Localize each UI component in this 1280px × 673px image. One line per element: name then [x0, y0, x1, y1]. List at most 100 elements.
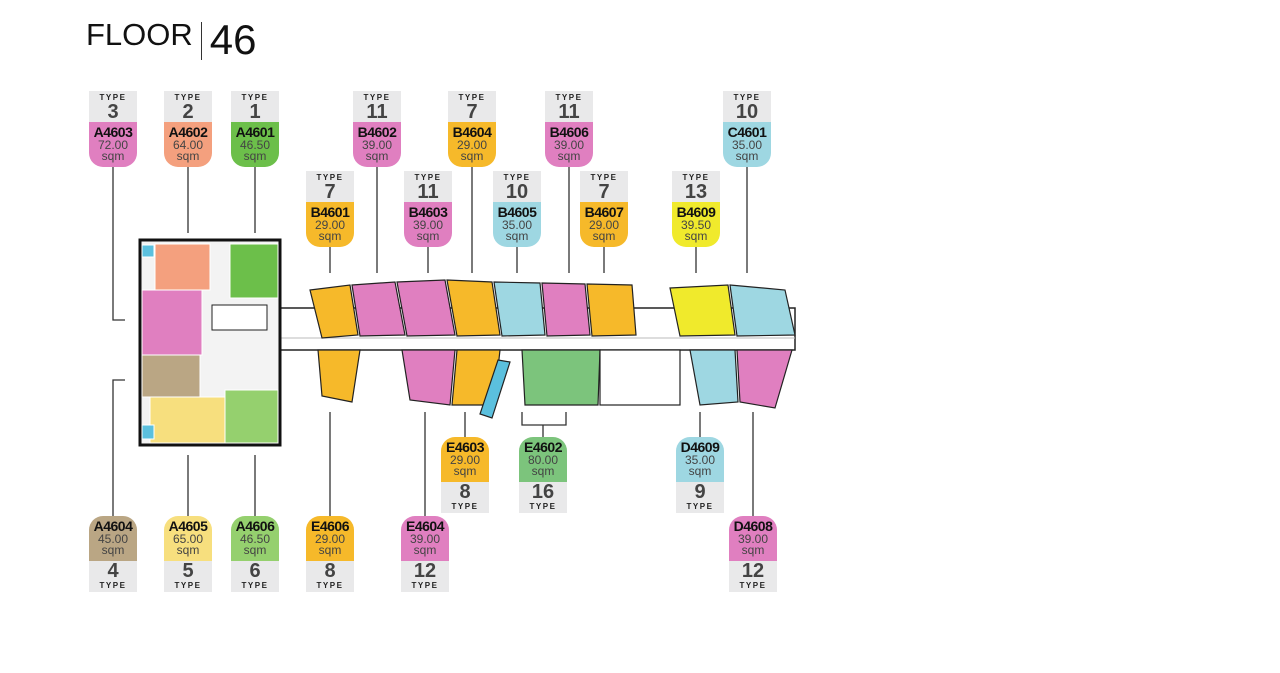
unit-info-box: E4602 80.00 sqm: [519, 437, 567, 482]
unit-tag-b4609[interactable]: TYPE 13 B4609 39.50 sqm: [672, 171, 720, 247]
unit-tag-a4603[interactable]: TYPE 3 A4603 72.00 sqm: [89, 91, 137, 167]
unit-type-box: TYPE 7: [580, 171, 628, 203]
unit-A4606: [224, 389, 279, 444]
unit-tag-b4602[interactable]: TYPE 11 B4602 39.00 sqm: [353, 91, 401, 167]
title-divider: [200, 22, 202, 60]
type-label: TYPE: [411, 581, 439, 590]
unit-type-box: 16 TYPE: [519, 482, 567, 513]
type-label: TYPE: [316, 173, 344, 182]
unit-area: 39.00: [737, 532, 769, 546]
type-label: TYPE: [414, 173, 442, 182]
unit-type-number: 11: [558, 101, 580, 123]
unit-area: 29.00: [456, 138, 488, 152]
unit-tag-b4604[interactable]: TYPE 7 B4604 29.00 sqm: [448, 91, 496, 167]
unit-info-box: E4606 29.00 sqm: [306, 516, 354, 561]
unit-tag-a4604[interactable]: A4604 45.00 sqm 4 TYPE: [89, 516, 137, 592]
unit-tag-e4603[interactable]: E4603 29.00 sqm 8 TYPE: [441, 437, 489, 513]
unit-tag-a4602[interactable]: TYPE 2 A4602 64.00 sqm: [164, 91, 212, 167]
unit-id: B4605: [497, 204, 537, 220]
unit-type-box: TYPE 11: [353, 91, 401, 123]
unit-type-box: 8 TYPE: [441, 482, 489, 513]
area-unit: sqm: [460, 149, 484, 163]
unit-B4601: [309, 284, 359, 339]
unit-area: 46.50: [239, 532, 271, 546]
unit-info-box: D4608 39.00 sqm: [729, 516, 777, 561]
unit-info-box: B4607 29.00 sqm: [580, 202, 628, 247]
type-label: TYPE: [241, 93, 269, 102]
unit-D4608: [736, 349, 793, 409]
type-label: TYPE: [451, 502, 479, 511]
area-unit: sqm: [592, 229, 616, 243]
floor-number: 46: [209, 16, 257, 63]
unit-type-number: 6: [249, 560, 261, 582]
unit-id: B4604: [452, 124, 492, 140]
unit-type-number: 8: [459, 481, 471, 503]
type-label: TYPE: [458, 93, 486, 102]
unit-type-number: 12: [741, 560, 765, 582]
unit-tag-b4607[interactable]: TYPE 7 B4607 29.00 sqm: [580, 171, 628, 247]
unit-area: 46.50: [239, 138, 271, 152]
unit-B4603: [396, 279, 456, 337]
unit-tag-d4609[interactable]: D4609 35.00 sqm 9 TYPE: [676, 437, 724, 513]
unit-area: 64.00: [172, 138, 204, 152]
unit-tag-b4605[interactable]: TYPE 10 B4605 35.00 sqm: [493, 171, 541, 247]
unit-area: 35.00: [731, 138, 763, 152]
unit-info-box: B4605 35.00 sqm: [493, 202, 541, 247]
unit-tag-a4601[interactable]: TYPE 1 A4601 46.50 sqm: [231, 91, 279, 167]
unit-type-box: 8 TYPE: [306, 561, 354, 592]
unit-B4606: [541, 282, 591, 337]
unit-type-number: 7: [466, 101, 478, 123]
unit-type-number: 4: [107, 560, 119, 582]
unit-tag-e4606[interactable]: E4606 29.00 sqm 8 TYPE: [306, 516, 354, 592]
unit-info-box: B4606 39.00 sqm: [545, 122, 593, 167]
unit-type-number: 10: [735, 101, 759, 123]
unit-B4609: [669, 284, 736, 337]
unit-info-box: A4606 46.50 sqm: [231, 516, 279, 561]
unit-tag-e4602[interactable]: E4602 80.00 sqm 16 TYPE: [519, 437, 567, 513]
unit-type-number: 1: [249, 101, 261, 123]
area-unit: sqm: [413, 543, 437, 557]
unit-type-box: 12 TYPE: [729, 561, 777, 592]
unit-tag-a4605[interactable]: A4605 65.00 sqm 5 TYPE: [164, 516, 212, 592]
unit-info-box: A4603 72.00 sqm: [89, 122, 137, 167]
area-unit: sqm: [557, 149, 581, 163]
unit-type-number: 7: [598, 181, 610, 203]
unit-type-number: 11: [417, 181, 439, 203]
unit-type-box: 5 TYPE: [164, 561, 212, 592]
type-label: TYPE: [682, 173, 710, 182]
unit-tag-a4606[interactable]: A4606 46.50 sqm 6 TYPE: [231, 516, 279, 592]
unit-area: 39.00: [361, 138, 393, 152]
south-wing-units: [317, 349, 793, 419]
area-unit: sqm: [453, 464, 477, 478]
unit-id: B4603: [408, 204, 448, 220]
unit-info-box: B4604 29.00 sqm: [448, 122, 496, 167]
unit-id: A4603: [93, 124, 133, 140]
unit-tag-b4603[interactable]: TYPE 11 B4603 39.00 sqm: [404, 171, 452, 247]
unit-A4605: [149, 396, 226, 444]
unit-type-number: 3: [107, 101, 119, 123]
area-unit: sqm: [243, 149, 267, 163]
area-unit: sqm: [741, 543, 765, 557]
unit-id: B4606: [549, 124, 589, 140]
unit-tag-b4606[interactable]: TYPE 11 B4606 39.00 sqm: [545, 91, 593, 167]
unit-tag-b4601[interactable]: TYPE 7 B4601 29.00 sqm: [306, 171, 354, 247]
unit-type-box: TYPE 13: [672, 171, 720, 203]
unit-type-number: 12: [413, 560, 437, 582]
unit-type-number: 7: [324, 181, 336, 203]
unit-tag-e4604[interactable]: E4604 39.00 sqm 12 TYPE: [401, 516, 449, 592]
unit-area: 65.00: [172, 532, 204, 546]
area-unit: sqm: [416, 229, 440, 243]
unit-type-number: 2: [182, 101, 194, 123]
unit-info-box: A4604 45.00 sqm: [89, 516, 137, 561]
unit-tag-d4608[interactable]: D4608 39.00 sqm 12 TYPE: [729, 516, 777, 592]
unit-id: C4601: [727, 124, 767, 140]
type-label: TYPE: [529, 502, 557, 511]
type-label: TYPE: [555, 93, 583, 102]
type-label: TYPE: [686, 502, 714, 511]
unit-id: E4603: [446, 439, 484, 455]
type-label: TYPE: [174, 581, 202, 590]
unit-tag-c4601[interactable]: TYPE 10 C4601 35.00 sqm: [723, 91, 771, 167]
north-wing-units: [309, 279, 796, 339]
unit-area: 45.00: [97, 532, 129, 546]
